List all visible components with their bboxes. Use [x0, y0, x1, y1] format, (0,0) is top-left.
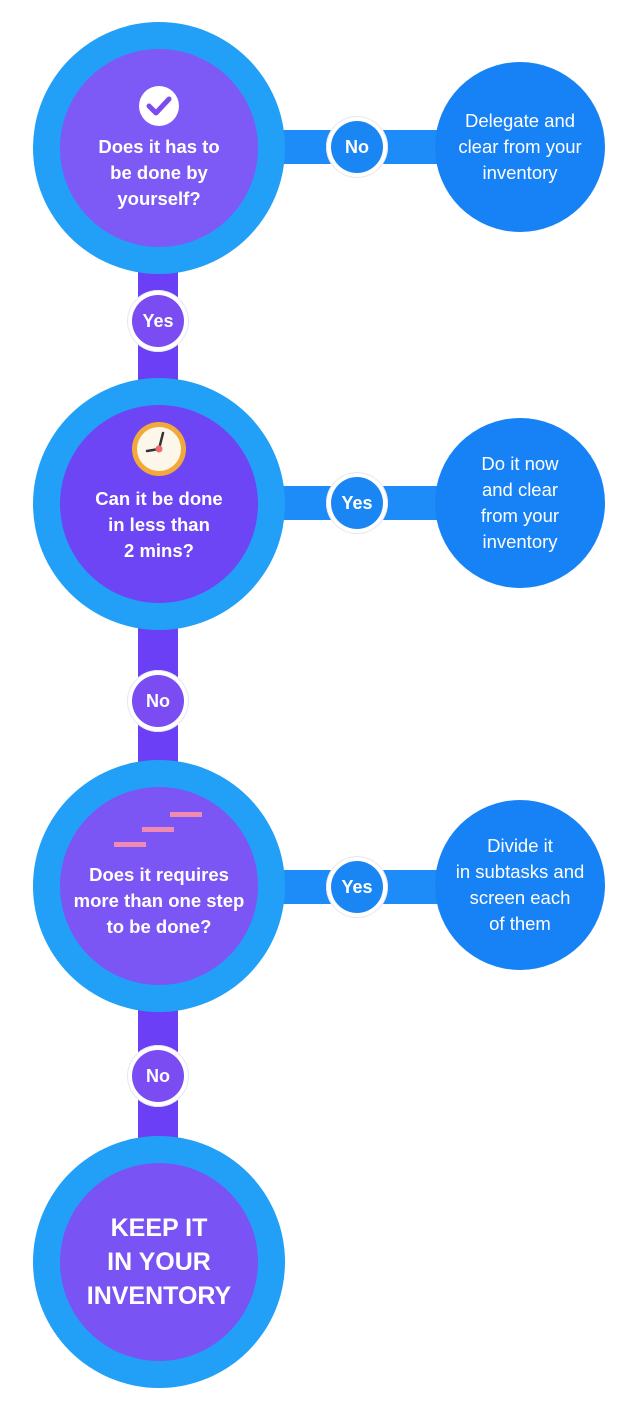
question-circle-3: Does it requires more than one step to b…: [60, 787, 258, 985]
side-badge-label-3: Yes: [331, 861, 383, 913]
down-badge-label-1: Yes: [132, 295, 184, 347]
side-badge-label-2: Yes: [331, 477, 383, 529]
down-badge-label-3: No: [132, 1050, 184, 1102]
final-circle: KEEP IT IN YOUR INVENTORY: [60, 1163, 258, 1361]
answer-text-3: Divide it in subtasks and screen each of…: [455, 835, 585, 934]
down-badge-3: No: [127, 1045, 189, 1107]
down-badge-label-2: No: [132, 675, 184, 727]
question-text-3: Does it requires more than one step to b…: [73, 864, 245, 937]
checkmark-icon: [139, 86, 179, 126]
answer-circle-3: Divide it in subtasks and screen each of…: [435, 800, 605, 970]
question-circle-2: Can it be done in less than 2 mins?: [60, 405, 258, 603]
side-badge-3: Yes: [326, 856, 388, 918]
clock-icon: [132, 422, 186, 476]
question-circle-1: Does it has to be done by yourself?: [60, 49, 258, 247]
side-badge-1: No: [326, 116, 388, 178]
final-text: KEEP IT IN YOUR INVENTORY: [86, 1214, 232, 1310]
answer-text-1: Delegate and clear from your inventory: [458, 110, 582, 183]
answer-circle-2: Do it now and clear from your inventory: [435, 418, 605, 588]
answer-circle-1: Delegate and clear from your inventory: [435, 62, 605, 232]
side-badge-label-1: No: [331, 121, 383, 173]
question-text-2: Can it be done in less than 2 mins?: [95, 488, 223, 561]
side-badge-2: Yes: [326, 472, 388, 534]
down-badge-2: No: [127, 670, 189, 732]
question-text-1: Does it has to be done by yourself?: [98, 136, 220, 209]
down-badge-1: Yes: [127, 290, 189, 352]
answer-text-2: Do it now and clear from your inventory: [480, 453, 560, 552]
stairs-icon: [114, 812, 202, 847]
